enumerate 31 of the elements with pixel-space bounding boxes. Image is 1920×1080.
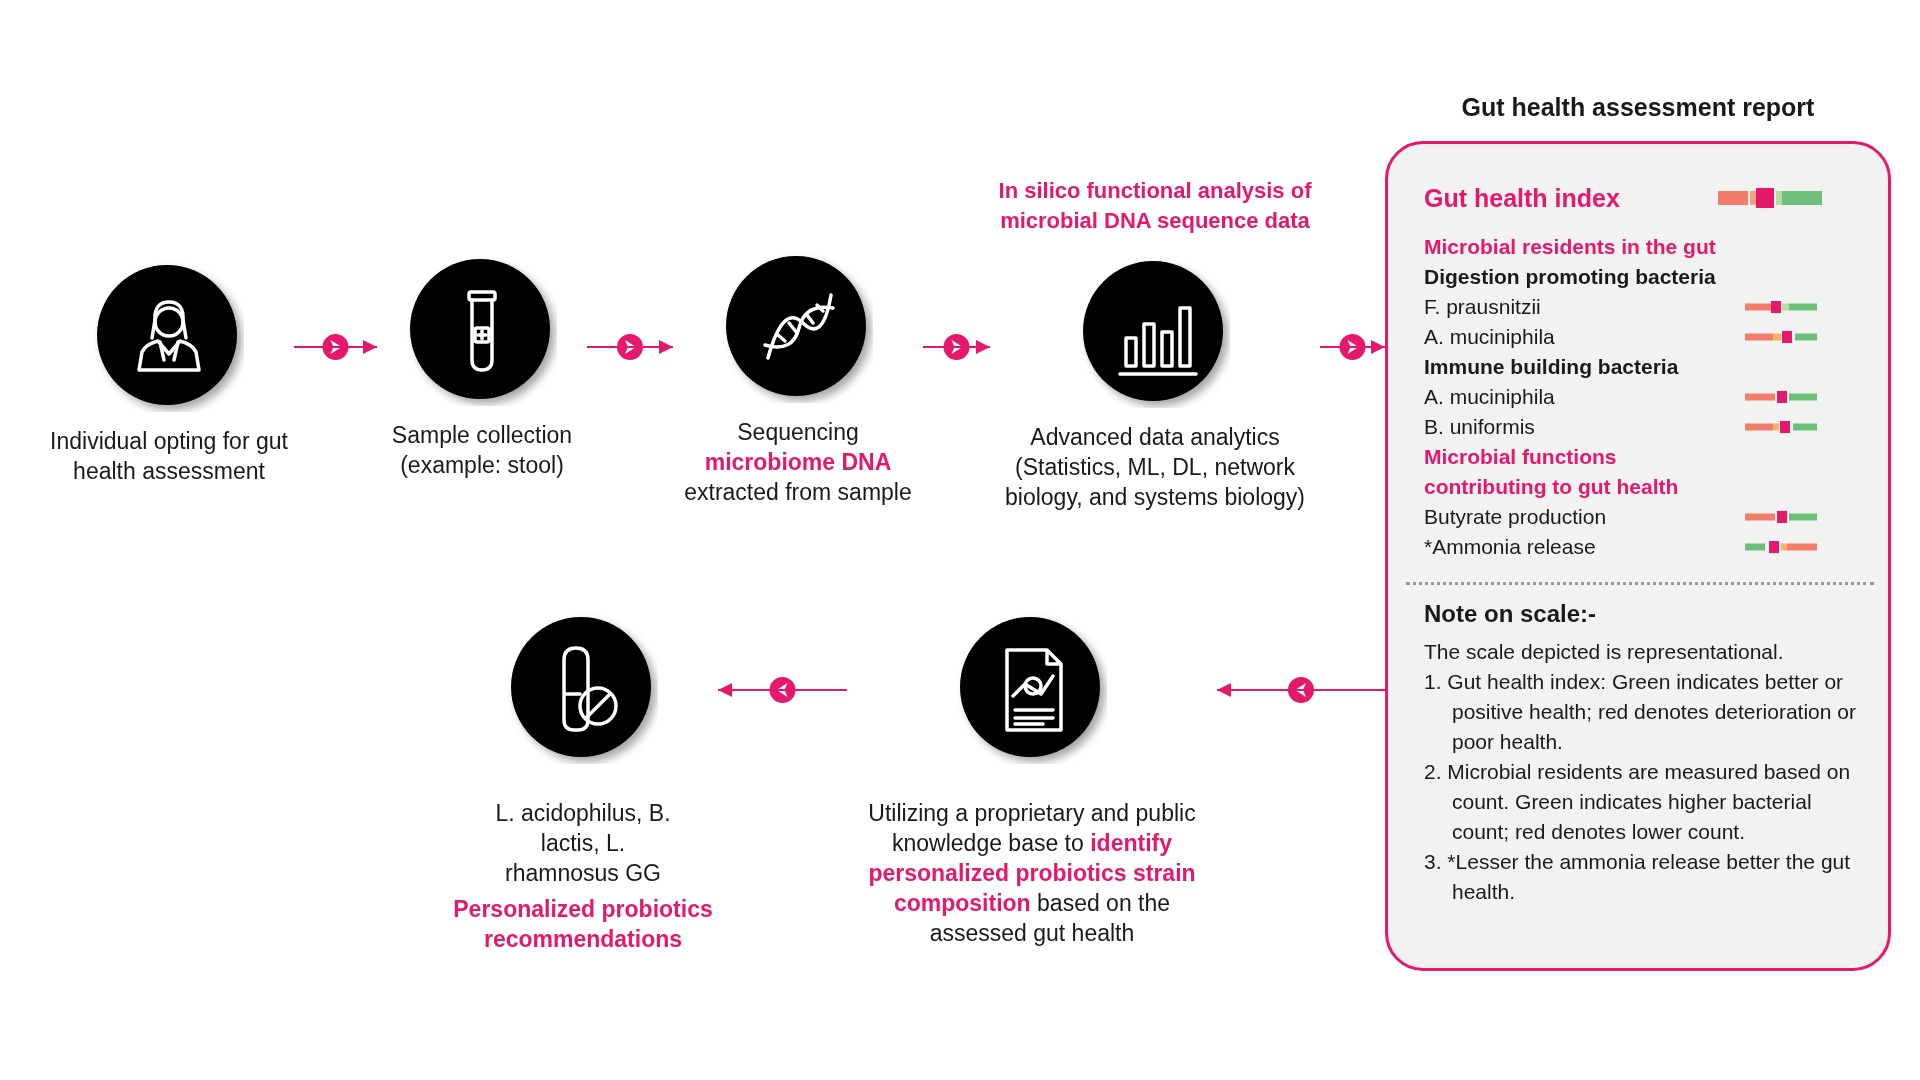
bacteria-name: *Ammonia release [1424, 534, 1596, 560]
section-heading: Microbial residents in the gut [1424, 234, 1716, 260]
step-label: Sample collection (example: stool) [390, 421, 574, 480]
recommendation-heading: Personalized probiotics recommendations [452, 895, 714, 954]
note-item: 2. Microbial residents are measured based on count. Green indicates higher bacterial count; red denotes lower count. [1424, 759, 1852, 845]
note-text: The scale depicted is representational. [1424, 639, 1784, 665]
panel-title: Gut health assessment report [1460, 92, 1816, 123]
bacteria-name: F. prausnitzii [1424, 294, 1541, 320]
chevron-arrow [1319, 334, 1386, 360]
step-label: Advanced data analytics (Statistics, ML, DL, network biology, and systems biology) [1004, 423, 1306, 512]
step-label: Individual opting for gut health assessment [49, 427, 289, 486]
chevron-arrow [1216, 677, 1386, 703]
step-label: Sequencing microbiome DNA extracted from sample [683, 418, 913, 507]
group-heading: Immune building bacteria [1424, 354, 1679, 380]
section-heading: Microbial functions contributing to gut health [1424, 444, 1680, 500]
group-heading: Digestion promoting bacteria [1424, 264, 1716, 290]
step-label: L. acidophilus, B. lactis, L. rhamnosus GG [494, 799, 672, 888]
step-label: Utilizing a proprietary and public knowledge base to identify personalized probiotics strain composition based on the assessed gut health [867, 799, 1197, 948]
bacteria-name: A. muciniphila [1424, 324, 1555, 350]
note-item: 1. Gut health index: Green indicates better or positive health; red denotes deterioration or poor health. [1424, 669, 1856, 755]
chevron-arrow [293, 334, 378, 360]
chevron-arrow [717, 677, 848, 703]
note-heading: Note on scale:- [1424, 599, 1597, 629]
bacteria-name: A. muciniphila [1424, 384, 1555, 410]
bacteria-name: Butyrate production [1424, 504, 1607, 530]
note-item: 3. *Lesser the ammonia release better the gut health. [1424, 849, 1852, 905]
chevron-arrow [586, 334, 674, 360]
analysis-heading: In silico functional analysis of microbial DNA sequence data [997, 177, 1313, 235]
chevron-arrow [922, 334, 991, 360]
index-heading: Gut health index [1424, 183, 1620, 214]
bacteria-name: B. uniformis [1424, 414, 1535, 440]
